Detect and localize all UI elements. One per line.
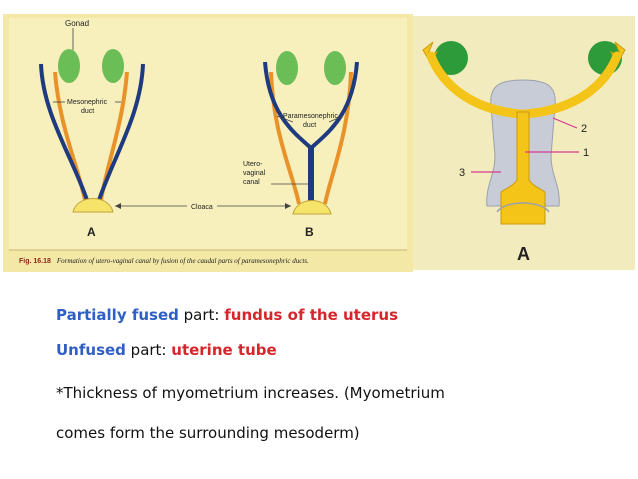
label-1: 1 [583, 147, 589, 159]
label-paramesonephric-2: duct [303, 122, 316, 129]
term-partially-fused: Partially fused [56, 306, 179, 324]
left-figure-panel: Gonad Mesonephric duct Paramesonephric d… [3, 14, 413, 272]
uterine-tube-left [426, 51, 526, 119]
term-unfused: Unfused [56, 341, 126, 359]
label-utero-vaginal-2: vaginal [243, 170, 266, 177]
right-figure-panel: 2 1 3 A [413, 16, 635, 270]
utero-vaginal-diagram: Gonad Mesonephric duct Paramesonephric d… [3, 14, 413, 272]
caption-text: Formation of utero-vaginal canal by fusi… [56, 257, 309, 265]
cloaca-b [292, 200, 332, 215]
label-panel-b: B [305, 225, 314, 239]
leader-2 [552, 117, 578, 129]
gonad-left-b [276, 51, 298, 85]
answer-fundus: fundus of the uterus [224, 306, 399, 324]
label-mesonephric-2: duct [81, 108, 94, 115]
paramesonephric-duct-right-a [97, 63, 145, 201]
label-cloaca: Cloaca [191, 204, 213, 211]
label-panel-a-right: A [517, 244, 530, 264]
label-panel-a: A [87, 225, 96, 239]
paramesonephric-duct-left-a [39, 63, 89, 201]
note-line-myometrium: *Thickness of myometrium increases. (Myo… [56, 384, 445, 402]
note-line-partially-fused: Partially fused part: fundus of the uter… [56, 306, 398, 324]
answer-uterine-tube: uterine tube [171, 341, 277, 359]
note-line-mesoderm: comes form the surrounding mesoderm) [56, 424, 360, 442]
line2-mid: part: [125, 341, 172, 359]
label-3: 3 [459, 167, 465, 179]
paramesonephric-duct-right-b [309, 61, 359, 150]
cloaca-arrow-right [285, 203, 291, 209]
ovary-left [434, 41, 468, 75]
label-utero-vaginal-1: Utero- [243, 161, 263, 168]
label-gonad: Gonad [65, 19, 89, 28]
gonad-right-a [102, 49, 124, 83]
note-line-unfused: Unfused part: uterine tube [56, 341, 277, 359]
paramesonephric-leader-right [328, 115, 344, 123]
uterine-tube-right [520, 51, 622, 119]
caption-prefix: Fig. 16.18 [19, 258, 51, 265]
uterus-development-diagram: 2 1 3 A [413, 16, 635, 270]
label-2: 2 [581, 123, 587, 135]
utero-vaginal-canal [500, 111, 546, 225]
line1-mid: part: [178, 306, 225, 324]
cloaca-a [72, 198, 114, 213]
paramesonephric-leader-left [276, 115, 294, 123]
figure-caption: Fig. 16.18 Formation of utero-vaginal ca… [19, 257, 309, 265]
cervix-outline [496, 202, 550, 213]
label-utero-vaginal-3: canal [243, 179, 260, 186]
cloaca-arrow-left [115, 203, 121, 209]
label-paramesonephric-1: Paramesonephric [283, 113, 338, 120]
gonad-left-a [58, 49, 80, 83]
label-mesonephric-1: Mesonephric [67, 99, 108, 106]
gonad-right-b [324, 51, 346, 85]
